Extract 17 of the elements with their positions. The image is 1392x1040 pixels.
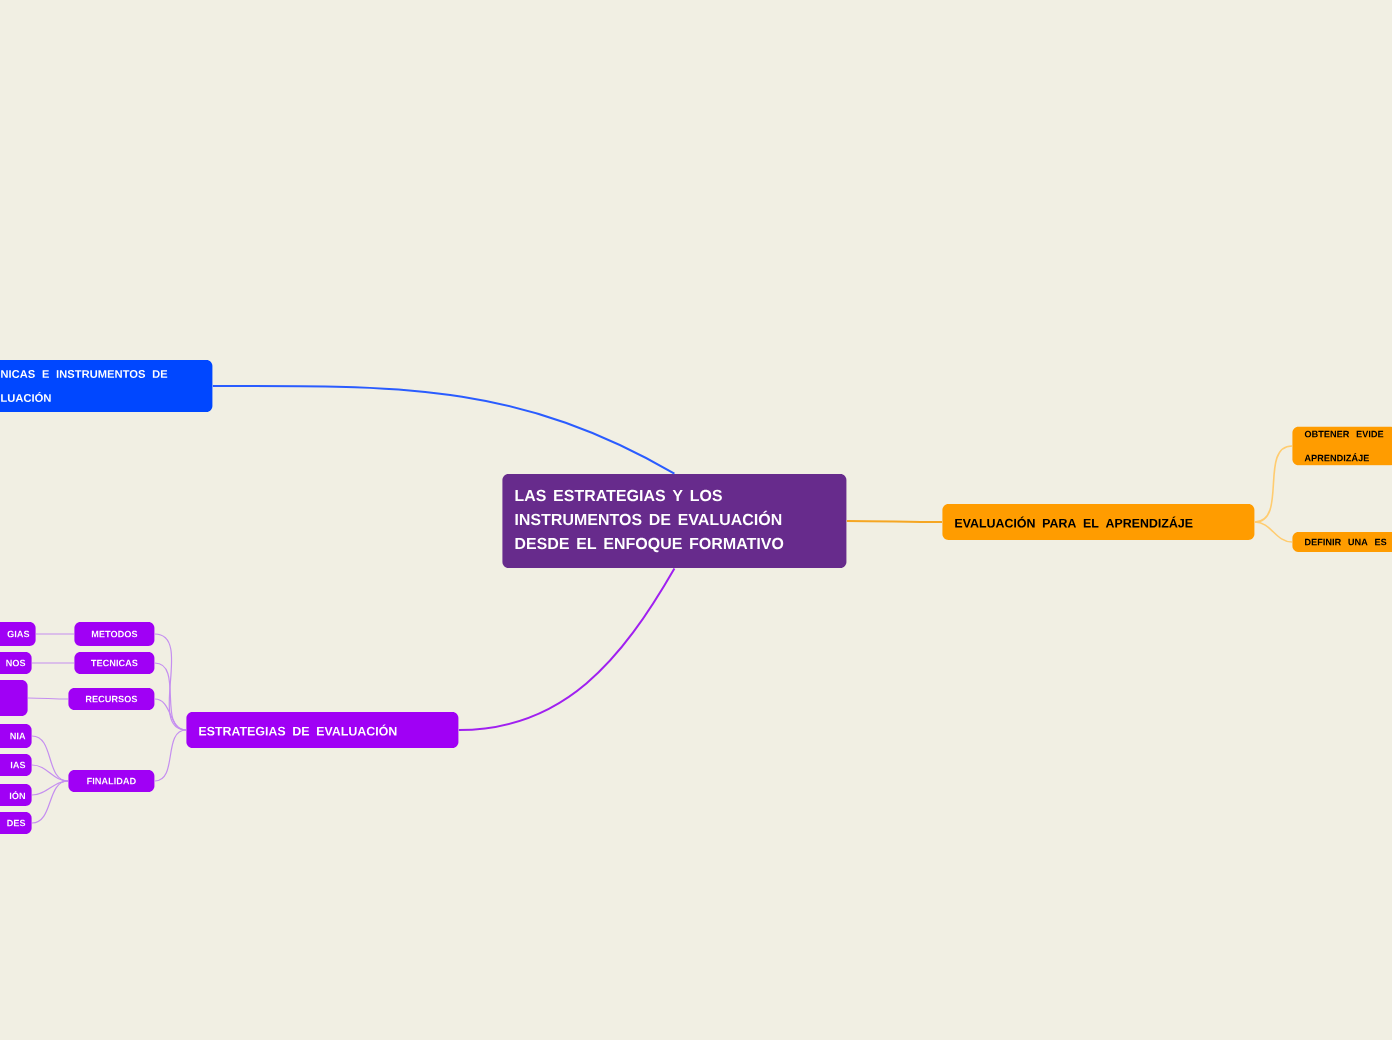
connector — [31, 764, 69, 782]
empty-box — [0, 680, 28, 716]
connector — [457, 567, 676, 731]
connector — [211, 385, 676, 475]
connector — [154, 698, 187, 731]
connector — [845, 520, 943, 523]
connector — [31, 735, 69, 782]
connector — [154, 662, 187, 731]
topic-box: LAS ESTRATEGIAS Y LOS INSTRUMENTOS DE EVALUACIÓN DESDE EL ENFOQUE FORMATIVO — [502, 474, 847, 568]
connector — [154, 729, 187, 782]
connector — [35, 633, 75, 635]
connector — [31, 780, 69, 824]
connector — [1254, 445, 1293, 523]
connector — [27, 697, 69, 700]
connector — [31, 662, 75, 664]
connector — [1254, 521, 1293, 543]
connector — [31, 780, 69, 796]
